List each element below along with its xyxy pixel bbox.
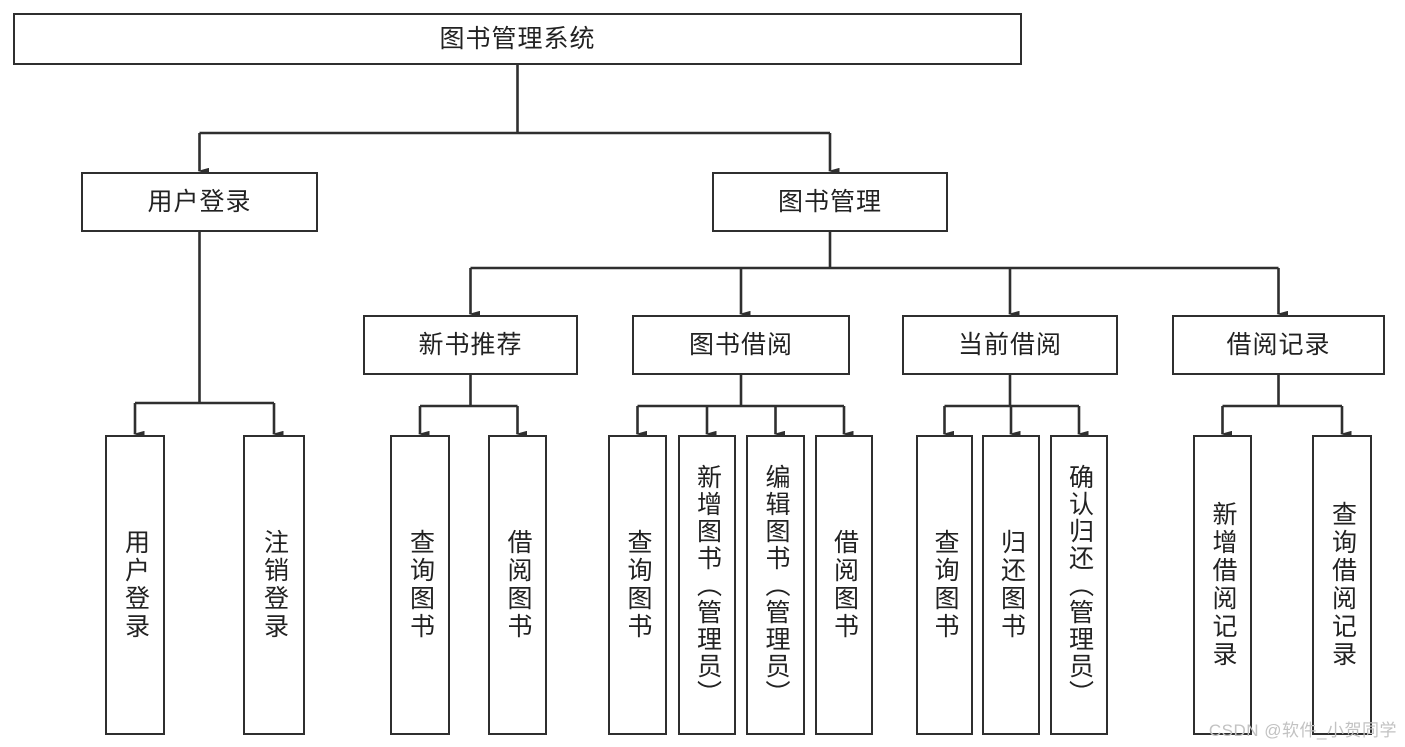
leaf-node[interactable]: 借阅图书 — [815, 435, 873, 735]
leaf-node[interactable]: 借阅图书 — [488, 435, 547, 735]
node-label: 新增图书（管理员） — [693, 463, 722, 707]
node-label: 当前借阅 — [957, 330, 1062, 359]
node-label: 新书推荐 — [418, 330, 523, 359]
branch-node[interactable]: 图书管理 — [712, 172, 948, 232]
leaf-node[interactable]: 新增借阅记录 — [1193, 435, 1252, 735]
leaf-node[interactable]: 查询图书 — [390, 435, 450, 735]
leaf-node[interactable]: 查询图书 — [608, 435, 667, 735]
branch-node[interactable]: 当前借阅 — [902, 315, 1118, 375]
leaf-node[interactable]: 确认归还（管理员） — [1050, 435, 1108, 735]
csdn-watermark: CSDN @软件_小贺同学 — [1208, 721, 1397, 740]
node-label: 新增借阅记录 — [1209, 501, 1237, 669]
root-node[interactable]: 图书管理系统 — [13, 13, 1022, 65]
node-label: 查询借阅记录 — [1328, 501, 1357, 669]
leaf-node[interactable]: 查询图书 — [916, 435, 973, 735]
branch-node[interactable]: 图书借阅 — [632, 315, 850, 375]
leaf-node[interactable]: 归还图书 — [982, 435, 1040, 735]
branch-node[interactable]: 用户登录 — [81, 172, 318, 232]
node-label: 借阅记录 — [1226, 330, 1331, 359]
node-label: 查询图书 — [624, 529, 652, 641]
leaf-node[interactable]: 编辑图书（管理员） — [746, 435, 805, 735]
leaf-node[interactable]: 新增图书（管理员） — [678, 435, 736, 735]
node-label: 用户登录 — [147, 187, 252, 216]
node-label: 用户登录 — [121, 529, 150, 641]
branch-node[interactable]: 新书推荐 — [363, 315, 578, 375]
leaf-node[interactable]: 查询借阅记录 — [1312, 435, 1372, 735]
node-label: 归还图书 — [997, 529, 1026, 641]
node-label: 确认归还（管理员） — [1065, 463, 1094, 707]
branch-node[interactable]: 借阅记录 — [1172, 315, 1385, 375]
node-label: 图书管理 — [777, 187, 882, 216]
node-label: 图书借阅 — [688, 330, 793, 359]
leaf-node[interactable]: 注销登录 — [243, 435, 305, 735]
node-label: 注销登录 — [260, 529, 289, 641]
node-label: 查询图书 — [406, 529, 435, 641]
node-label: 编辑图书（管理员） — [762, 463, 790, 707]
node-label: 图书管理系统 — [439, 24, 596, 53]
node-label: 查询图书 — [931, 529, 959, 641]
leaf-node[interactable]: 用户登录 — [105, 435, 165, 735]
node-label: 借阅图书 — [504, 529, 532, 641]
node-label: 借阅图书 — [830, 529, 859, 641]
edges — [133, 65, 1352, 438]
